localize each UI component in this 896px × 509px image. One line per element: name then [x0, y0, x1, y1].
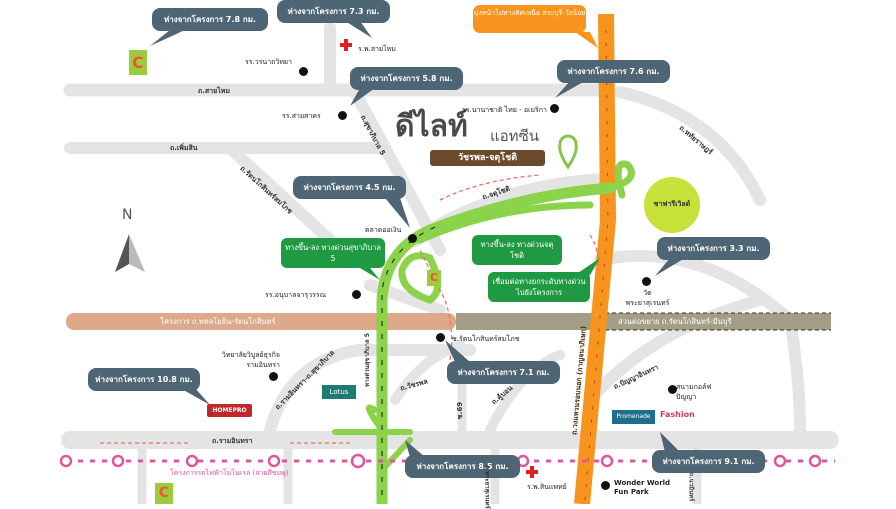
direction-note: มุ่งหน้าไปทางทิศเหนือ สระบุรี-วังน้อย [473, 5, 586, 33]
road-label: ถ.เพิ่มสิน [170, 144, 198, 152]
place-dot [642, 277, 651, 286]
band-label-right: ส่วนต่อขยาย ถ.รัตนโกสินทร์-มีนบุรี [618, 317, 732, 326]
road-hathai-rat [614, 86, 766, 206]
distance-callout: ห่างจากโครงการ 4.5 กม. [293, 176, 406, 199]
safari-world-label: ซาฟารีเวิลด์ [653, 200, 691, 208]
place-dot [338, 111, 347, 120]
fashion-island-logo: Fashion [660, 410, 695, 419]
promenade-logo: Promenade [612, 410, 655, 424]
band-right [456, 313, 831, 330]
place-label: รร.วรนาถวิทยา [245, 58, 292, 66]
place-label: รร.นานาชาติ ไทย - อเมริกา [462, 106, 547, 114]
band-left [66, 313, 456, 330]
distance-callout: ห่างจากโครงการ 5.8 กม. [350, 67, 463, 90]
green-bottom [332, 404, 413, 435]
road-rattanakosin [226, 144, 336, 246]
distance-callout: ห่างจากโครงการ 9.1 กม. [652, 450, 765, 473]
distance-callout: ห่างจากโครงการ 8.5 กม. [405, 455, 520, 478]
road-label: ถ.สายไหม [198, 87, 230, 95]
road-sukhaphiban5 [349, 86, 446, 256]
road-label-bottom2: ถ.นวมินทร์ [687, 472, 695, 502]
big-c-logo: C [129, 50, 147, 75]
distance-callout: ห่างจากโครงการ 7.3 กม. [277, 0, 390, 23]
place-dot [269, 372, 278, 381]
road-label: ทางด่วนสุขาภิบาล 5 [363, 333, 371, 387]
green-branch [416, 201, 594, 244]
place-dot [668, 385, 677, 394]
distance-callout: ห่างจากโครงการ 3.3 กม. [657, 237, 770, 260]
distance-callout: ห่างจากโครงการ 7.6 กม. [557, 60, 670, 83]
place-label: ร.พ.สินแพทย์ [527, 483, 567, 491]
place-dot [601, 481, 610, 490]
distance-callout: ห่างจากโครงการ 10.8 กม. [88, 368, 200, 391]
road-label: ถ.รามอินทรา [212, 437, 253, 445]
green-loop-top [606, 160, 635, 199]
project-location-tag: วัชรพล-จตุโชติ [430, 150, 545, 166]
expressway-box: ทางขึ้น-ลง ทางด่วนจตุโชติ [472, 235, 562, 265]
rail-label: โครงการรถไฟฟ้าโมโนเรล (สายสีชมพู) [170, 469, 289, 477]
place-label: Wonder World Fun Park [614, 479, 671, 496]
place-label: ตลาดออเงิน [365, 226, 402, 234]
compass-label: N [122, 207, 133, 223]
road-label: ซ.69 [456, 401, 465, 420]
road-soi-ram [264, 344, 476, 436]
place-label: ร.พ.สายไหม [358, 45, 396, 53]
place-label: สนามกอล์ฟปัญญา [676, 383, 712, 401]
place-dot [550, 104, 559, 113]
lotus-logo: Lotus [322, 385, 356, 399]
road-arc1 [594, 250, 806, 436]
location-pin-icon [558, 134, 578, 170]
green-route-main [376, 182, 616, 504]
road-arc2 [584, 294, 766, 406]
compass-arrow-icon [115, 234, 145, 272]
place-dot [436, 333, 445, 342]
rail-stations [59, 453, 822, 469]
big-c-logo: C [155, 483, 173, 504]
distance-callout: ห่างจากโครงการ 7.8 กม. [152, 8, 268, 31]
place-label: รร.อนุบาลจารุวรรณ [265, 291, 327, 299]
safari-world-marker [644, 177, 700, 233]
place-label: วิทยาลัยวิบูลย์ธุรกิจ รามอินทรา [221, 351, 280, 369]
expressway-box: ทางขึ้น-ลง ทางด่วนสุขาภิบาล 5 [281, 238, 385, 268]
road-label-bottom1: ถ.พระยาสุเรนทร์ [483, 465, 491, 509]
big-c-logo: C [427, 270, 441, 286]
distance-callout: ห่างจากโครงการ 7.1 กม. [447, 361, 560, 384]
place-dot [299, 67, 308, 76]
project-subname: แอทซีน [490, 127, 539, 145]
band-label-left: โครงการ ถ.พหลโยธิน-รัตนโกสินทร์ [160, 317, 276, 326]
project-name: ดีไลท์ [395, 109, 468, 144]
place-label: รร.สายสาคร [282, 112, 321, 120]
homepro-logo: HOMEPRO [207, 404, 252, 417]
place-dot [408, 234, 417, 243]
place-label: วัดพระยาสุเรนทร์ [625, 289, 670, 307]
hospital-icon [340, 39, 538, 478]
place-label: ซ.รัตนโกสินทร์สมโภช [452, 335, 520, 343]
place-dot [352, 290, 361, 299]
expressway-box: เชื่อมต่อทางยกระดับทางด่วน ไปยังโครงการ [488, 272, 590, 302]
